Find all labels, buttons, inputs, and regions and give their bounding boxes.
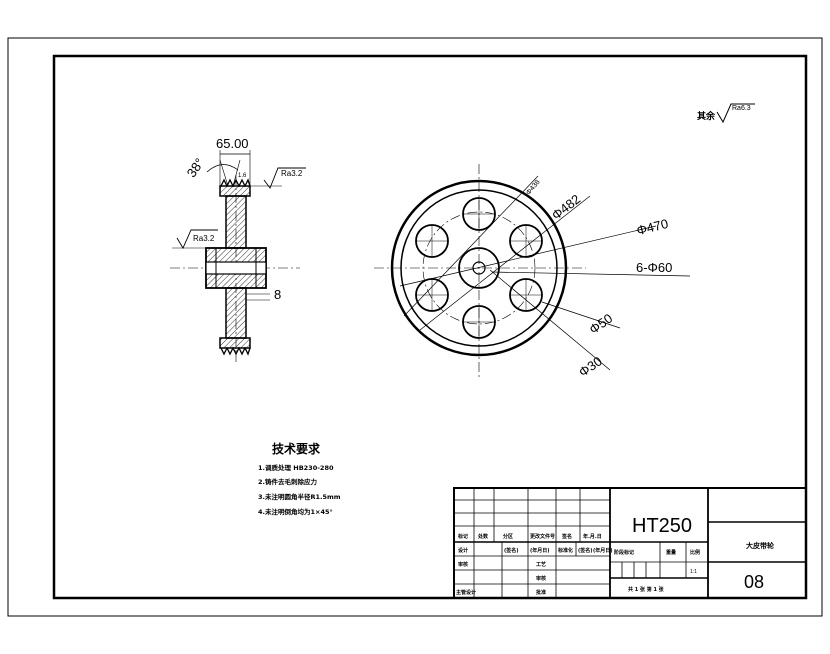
tb-cell: 标准化 bbox=[557, 547, 573, 554]
part-name: 大皮带轮 bbox=[746, 541, 774, 550]
roughness-left-icon bbox=[176, 229, 218, 249]
tb-cell: 主管设计 bbox=[456, 589, 476, 596]
dim-d438: Φ438 bbox=[525, 179, 542, 197]
tb-header-cell: 分区 bbox=[503, 533, 513, 540]
leader-6d60 bbox=[491, 271, 691, 277]
tb-cell: 工艺 bbox=[536, 561, 546, 568]
rim-top bbox=[219, 185, 251, 197]
tb-header-cell: 签名 bbox=[561, 533, 572, 540]
dim-width: 65.00 bbox=[216, 136, 249, 151]
tech-req-title: 技术要求 bbox=[272, 441, 321, 456]
roughness-top: Ra3.2 bbox=[281, 169, 303, 178]
leader-d438 bbox=[403, 175, 539, 317]
weight-label: 重量 bbox=[666, 549, 676, 556]
title-block: HT250 大皮带轮 08 阶段标记 重量 比例 1:1 共 1 张 第 1 张… bbox=[453, 487, 807, 599]
tech-req-item: 1.调质处理 HB230-280 bbox=[258, 463, 334, 472]
leader-d482 bbox=[419, 195, 591, 331]
roughness-symbol-icon bbox=[716, 103, 755, 124]
roughness-top-icon bbox=[263, 167, 306, 189]
roughness-left: Ra3.2 bbox=[193, 234, 215, 243]
inner-frame bbox=[52, 54, 808, 600]
bore bbox=[205, 261, 267, 275]
tb-cell: 批准 bbox=[536, 589, 546, 596]
tb-header-cell: 年.月.日 bbox=[583, 533, 602, 540]
tech-requirements: 技术要求 1.调质处理 HB230-280 2.铸件去毛刺除应力 3.未注明圆角… bbox=[258, 441, 341, 516]
tb-cell: 审核 bbox=[458, 561, 468, 568]
rim-bottom bbox=[219, 337, 251, 349]
tb-cell: (年月日) bbox=[593, 547, 613, 554]
tb-cell: (签名) bbox=[504, 547, 519, 554]
scale-value: 1:1 bbox=[690, 569, 697, 575]
outer-border bbox=[7, 37, 823, 617]
material-label: HT250 bbox=[632, 515, 692, 537]
side-view: 65.00 38° 1.6 Ra3.2 Ra3.2 8 bbox=[170, 136, 306, 362]
dim-d50: Φ50 bbox=[586, 311, 615, 338]
groove-bottom bbox=[220, 346, 251, 356]
dim-d30: Φ30 bbox=[576, 353, 605, 380]
general-roughness-note: 其余 Ra6.3 bbox=[697, 103, 755, 124]
dim-chamfer: 1.6 bbox=[238, 173, 247, 179]
tb-cell: (签名) bbox=[578, 547, 593, 554]
leader-d30 bbox=[489, 269, 611, 371]
dim-d482: Φ482 bbox=[549, 191, 584, 223]
roughness-note-value: Ra6.3 bbox=[732, 105, 751, 112]
inner-rim-circle bbox=[400, 189, 558, 347]
tb-cell: 审核 bbox=[536, 575, 546, 582]
tech-req-item: 4.未注明倒角均为1×45° bbox=[258, 507, 333, 516]
leader-d50 bbox=[541, 301, 621, 329]
tb-header-cell: 更改文件号 bbox=[530, 533, 555, 540]
tech-req-item: 3.未注明圆角半径R1.5mm bbox=[258, 492, 341, 501]
angle-arc bbox=[206, 164, 239, 173]
tb-header-cell: 处数 bbox=[477, 533, 489, 540]
tb-header-cell: 标记 bbox=[457, 533, 468, 540]
stage-label: 阶段标记 bbox=[614, 549, 634, 556]
dim-d470: Φ470 bbox=[635, 216, 670, 238]
dim-angle: 38° bbox=[184, 155, 208, 180]
dim-6d60: 6-Φ60 bbox=[636, 260, 672, 275]
roughness-note-prefix: 其余 bbox=[697, 110, 716, 122]
drawing-number: 08 bbox=[744, 572, 764, 592]
sheet-info: 共 1 张 第 1 张 bbox=[628, 586, 665, 593]
web-lower bbox=[225, 287, 247, 339]
dim-hub: 8 bbox=[274, 287, 281, 302]
leader-d470 bbox=[399, 225, 657, 287]
groove-top bbox=[220, 178, 251, 188]
tb-cell: 设计 bbox=[458, 547, 468, 554]
tech-req-item: 2.铸件去毛刺除应力 bbox=[258, 477, 317, 486]
tb-cell: (年月日) bbox=[530, 547, 550, 554]
outer-rim-circle bbox=[390, 179, 568, 357]
bore-circle bbox=[472, 261, 486, 275]
title-block-frame bbox=[453, 487, 807, 599]
front-view: Φ438 Φ482 Φ470 6-Φ60 Φ50 Φ30 bbox=[374, 164, 691, 380]
web-upper bbox=[225, 195, 247, 249]
scale-label: 比例 bbox=[690, 549, 700, 556]
pitch-circle bbox=[422, 211, 536, 325]
